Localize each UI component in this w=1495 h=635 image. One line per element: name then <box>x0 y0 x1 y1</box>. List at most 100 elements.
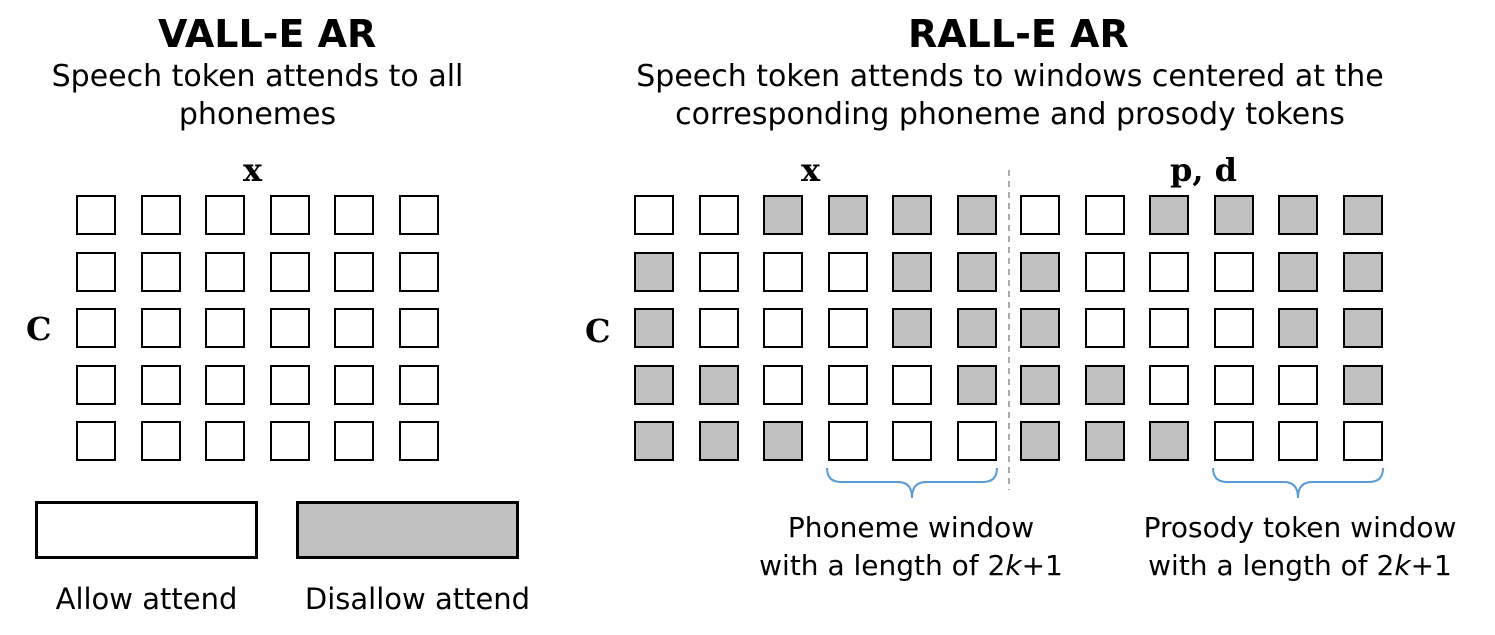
phoneme-cell-r2-c1 <box>698 308 739 348</box>
vall-e-cell-r0-c4 <box>334 195 374 235</box>
vall-e-cell-r1-c5 <box>398 251 439 292</box>
phoneme-cell-r4-c5 <box>956 421 997 461</box>
phoneme-window-caption-line2: with a length of 2k+1 <box>759 549 1063 582</box>
vall-e-cell-r1-c2 <box>205 251 245 292</box>
vall-e-cell-r0-c1 <box>140 195 181 235</box>
prosody-cell-r0-c3 <box>1213 195 1254 235</box>
prosody-cell-r0-c1 <box>1084 195 1125 235</box>
vall-e-cell-r1-c0 <box>76 251 116 292</box>
vall-e-cell-r2-c1 <box>140 308 181 348</box>
phoneme-cell-r3-c5 <box>956 364 997 405</box>
phoneme-cell-r2-c2 <box>763 308 803 348</box>
vall-e-cell-r2-c5 <box>398 308 439 348</box>
vall-e-cell-r1-c3 <box>269 251 310 292</box>
prosody-cell-r2-c4 <box>1278 308 1318 348</box>
prosody-cell-r1-c5 <box>1342 251 1383 292</box>
phoneme-cell-r4-c4 <box>892 421 932 461</box>
rall-e-subtitle-line2: corresponding phoneme and prosody tokens <box>675 97 1345 132</box>
vall-e-cell-r4-c5 <box>398 421 439 461</box>
prosody-window-caption-line2: with a length of 2k+1 <box>1148 549 1452 582</box>
vall-e-cell-r4-c4 <box>334 421 374 461</box>
prosody-cell-r0-c5 <box>1342 195 1383 235</box>
phoneme-cell-r4-c3 <box>827 421 868 461</box>
prosody-cell-r0-c4 <box>1278 195 1318 235</box>
vall-e-cell-r4-c2 <box>205 421 245 461</box>
prosody-cell-r4-c3 <box>1213 421 1254 461</box>
prosody-cell-r3-c3 <box>1213 364 1254 405</box>
phoneme-cell-r1-c1 <box>698 251 739 292</box>
vall-e-cell-r3-c1 <box>140 364 181 405</box>
vall-e-cell-r2-c3 <box>269 308 310 348</box>
prosody-cell-r1-c4 <box>1278 251 1318 292</box>
prosody-cell-r2-c3 <box>1213 308 1254 348</box>
vall-e-cell-r0-c5 <box>398 195 439 235</box>
prosody-window-brace <box>1212 467 1384 499</box>
phoneme-cell-r0-c5 <box>956 195 997 235</box>
legend-disallow-swatch <box>296 501 519 559</box>
vall-e-cell-r3-c2 <box>205 364 245 405</box>
prosody-cell-r2-c5 <box>1342 308 1383 348</box>
phoneme-cell-r1-c3 <box>827 251 868 292</box>
prosody-cell-r4-c4 <box>1278 421 1318 461</box>
rall-e-subtitle-line1: Speech token attends to windows centered… <box>636 59 1384 94</box>
phoneme-cell-r4-c0 <box>634 421 674 461</box>
vall-e-cell-r3-c4 <box>334 364 374 405</box>
prosody-cell-r0-c2 <box>1149 195 1189 235</box>
phoneme-window-brace <box>826 467 998 499</box>
rall-e-phoneme-column-label: x <box>801 151 821 189</box>
legend-allow-swatch <box>35 501 258 559</box>
phoneme-cell-r0-c4 <box>892 195 932 235</box>
phoneme-cell-r2-c5 <box>956 308 997 348</box>
vall-e-column-label: x <box>243 151 263 189</box>
prosody-window-caption-line1: Prosody token window <box>1143 511 1457 544</box>
prosody-cell-r3-c4 <box>1278 364 1318 405</box>
vall-e-cell-r2-c4 <box>334 308 374 348</box>
phoneme-cell-r0-c1 <box>698 195 739 235</box>
prosody-cell-r1-c2 <box>1149 251 1189 292</box>
phoneme-cell-r3-c3 <box>827 364 868 405</box>
vall-e-cell-r3-c0 <box>76 364 116 405</box>
phoneme-cell-r1-c4 <box>892 251 932 292</box>
phoneme-cell-r0-c2 <box>763 195 803 235</box>
vall-e-subtitle-line1: Speech token attends to all <box>51 59 464 94</box>
vall-e-cell-r1-c1 <box>140 251 181 292</box>
legend-allow-label: Allow attend <box>55 582 238 616</box>
phoneme-cell-r4-c2 <box>763 421 803 461</box>
phoneme-cell-r3-c4 <box>892 364 932 405</box>
phoneme-cell-r3-c1 <box>698 364 739 405</box>
prosody-cell-r2-c2 <box>1149 308 1189 348</box>
vall-e-cell-r0-c0 <box>76 195 116 235</box>
prosody-cell-r0-c0 <box>1020 195 1060 235</box>
phoneme-cell-r1-c5 <box>956 251 997 292</box>
phoneme-cell-r0-c0 <box>634 195 674 235</box>
prosody-cell-r1-c1 <box>1084 251 1125 292</box>
phoneme-cell-r1-c0 <box>634 251 674 292</box>
prosody-cell-r3-c2 <box>1149 364 1189 405</box>
vall-e-cell-r0-c3 <box>269 195 310 235</box>
phoneme-cell-r2-c3 <box>827 308 868 348</box>
prosody-cell-r2-c1 <box>1084 308 1125 348</box>
prosody-cell-r2-c0 <box>1020 308 1060 348</box>
prosody-cell-r3-c0 <box>1020 364 1060 405</box>
prosody-cell-r3-c5 <box>1342 364 1383 405</box>
phoneme-cell-r4-c1 <box>698 421 739 461</box>
phoneme-cell-r2-c0 <box>634 308 674 348</box>
vall-e-cell-r2-c0 <box>76 308 116 348</box>
vall-e-cell-r1-c4 <box>334 251 374 292</box>
phoneme-cell-r1-c2 <box>763 251 803 292</box>
vall-e-cell-r2-c2 <box>205 308 245 348</box>
vall-e-cell-r0-c2 <box>205 195 245 235</box>
prosody-cell-r3-c1 <box>1084 364 1125 405</box>
rall-e-row-label: C <box>585 312 611 350</box>
phoneme-cell-r2-c4 <box>892 308 932 348</box>
prosody-cell-r4-c0 <box>1020 421 1060 461</box>
vall-e-cell-r3-c3 <box>269 364 310 405</box>
vall-e-cell-r3-c5 <box>398 364 439 405</box>
rall-e-prosody-column-label: p, d <box>1170 151 1238 189</box>
prosody-cell-r4-c2 <box>1149 421 1189 461</box>
vall-e-row-label: C <box>26 310 52 348</box>
vall-e-title: VALL-E AR <box>158 12 377 56</box>
rall-e-title: RALL-E AR <box>908 12 1129 56</box>
vall-e-cell-r4-c3 <box>269 421 310 461</box>
